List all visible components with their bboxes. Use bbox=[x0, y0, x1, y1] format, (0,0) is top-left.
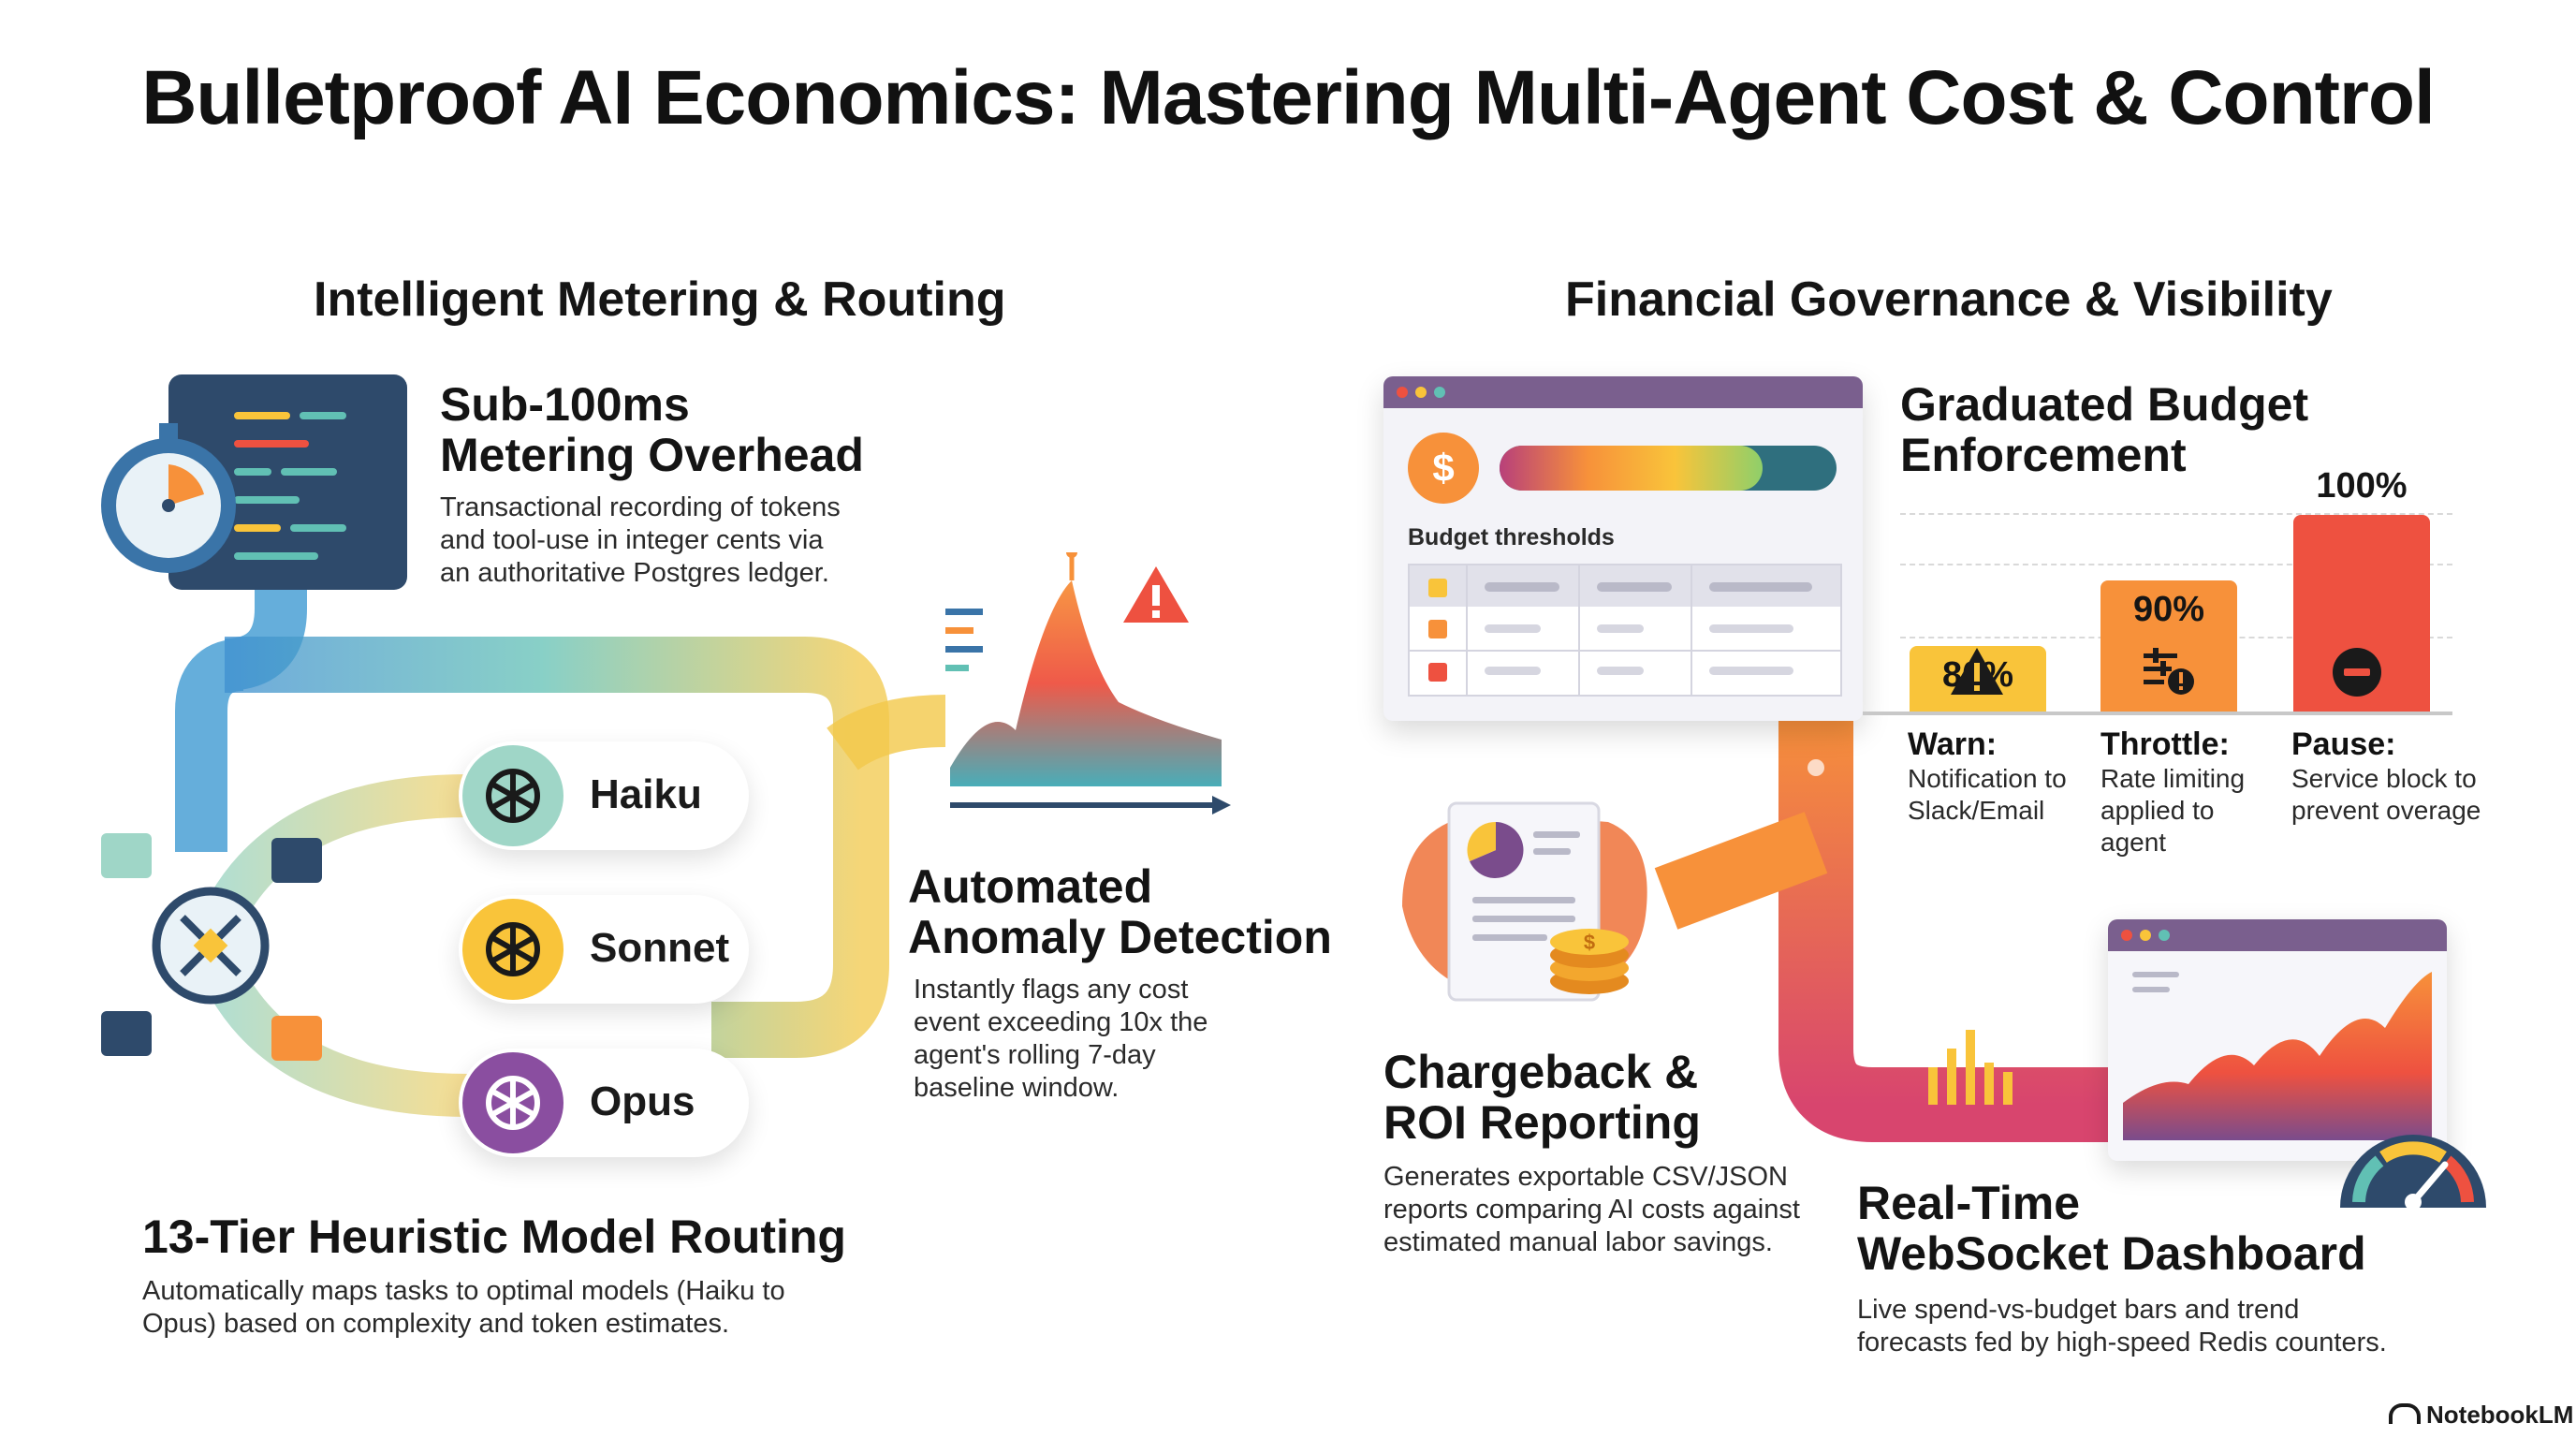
budget-progress-track bbox=[1500, 446, 1837, 491]
left-flow-pipes bbox=[101, 580, 946, 1117]
dashboard-desc-2: forecasts fed by high-speed Redis counte… bbox=[1857, 1328, 2387, 1357]
metering-desc-1: Transactional recording of tokens bbox=[440, 492, 841, 522]
stage-desc-line: applied to bbox=[2100, 796, 2215, 825]
stage-pause: Pause: Service block to prevent overage bbox=[2291, 726, 2481, 827]
stage-name: Warn: bbox=[1908, 726, 1998, 762]
routing-heading: 13-Tier Heuristic Model Routing bbox=[142, 1211, 846, 1263]
chargeback-desc-3: estimated manual labor savings. bbox=[1383, 1227, 1773, 1257]
stage-name: Throttle: bbox=[2100, 726, 2230, 762]
stage-desc-line: agent bbox=[2100, 828, 2167, 857]
left-section-title: Intelligent Metering & Routing bbox=[314, 272, 1006, 327]
stop-circle-icon bbox=[2333, 648, 2381, 697]
metering-desc-3: an authoritative Postgres ledger. bbox=[440, 558, 829, 588]
gauge-icon bbox=[2340, 1135, 2486, 1211]
model-logo-icon bbox=[462, 745, 564, 846]
anomaly-desc-2: event exceeding 10x the bbox=[914, 1007, 1208, 1037]
stage-desc-line: Service block to bbox=[2291, 764, 2477, 793]
notebooklm-logo-icon bbox=[2389, 1403, 2421, 1424]
anomaly-desc-4: baseline window. bbox=[914, 1073, 1120, 1103]
right-flow-pipe bbox=[1654, 712, 2115, 1142]
chargeback-desc-2: reports comparing AI costs against bbox=[1383, 1195, 1800, 1225]
chargeback-heading-1: Chargeback & bbox=[1383, 1046, 1699, 1098]
model-name-sonnet: Sonnet bbox=[590, 925, 730, 971]
budget-progress-fill bbox=[1500, 446, 1763, 491]
gridline bbox=[1900, 513, 2452, 515]
stage-pct-pause: 100% bbox=[2316, 466, 2408, 506]
anomaly-heading-2: Anomaly Detection bbox=[908, 911, 1332, 963]
dashboard-desc-1: Live spend-vs-budget bars and trend bbox=[1857, 1295, 2300, 1325]
model-logo-icon bbox=[462, 1052, 564, 1153]
routing-desc-1: Automatically maps tasks to optimal mode… bbox=[142, 1276, 785, 1306]
stopwatch-code-icon bbox=[101, 374, 407, 590]
dashboard-window bbox=[2108, 919, 2447, 1161]
enforcement-heading-1: Graduated Budget bbox=[1900, 378, 2309, 431]
gridline bbox=[1900, 564, 2452, 565]
chargeback-heading-2: ROI Reporting bbox=[1383, 1096, 1701, 1149]
stage-desc-line: prevent overage bbox=[2291, 796, 2481, 825]
window-titlebar bbox=[1383, 376, 1863, 408]
stage-pct-throttle: 90% bbox=[2132, 590, 2205, 629]
dashboard-trend-chart bbox=[2123, 972, 2432, 1140]
model-name-opus: Opus bbox=[590, 1078, 695, 1124]
anomaly-desc-1: Instantly flags any cost bbox=[914, 975, 1189, 1005]
dashboard-heading-2: WebSocket Dashboard bbox=[1857, 1227, 2366, 1280]
metering-heading-2: Metering Overhead bbox=[440, 429, 864, 481]
page-title: Bulletproof AI Economics: Mastering Mult… bbox=[141, 55, 2436, 140]
report-document-icon: $ bbox=[1402, 801, 1647, 1002]
stage-throttle: Throttle: Rate limiting applied to agent bbox=[2100, 726, 2245, 858]
routing-desc-2: Opus) based on complexity and token esti… bbox=[142, 1309, 730, 1339]
stage-desc-line: Slack/Email bbox=[1908, 796, 2045, 825]
chargeback-desc-1: Generates exportable CSV/JSON bbox=[1383, 1162, 1788, 1192]
right-section-title: Financial Governance & Visibility bbox=[1565, 272, 2333, 327]
model-name-haiku: Haiku bbox=[590, 771, 702, 817]
budget-thresholds-label: Budget thresholds bbox=[1408, 524, 1615, 550]
svg-text:$: $ bbox=[1432, 446, 1454, 490]
anomaly-chart-icon bbox=[945, 552, 1231, 814]
model-chip-opus: Opus bbox=[459, 1049, 749, 1157]
svg-text:$: $ bbox=[1584, 931, 1595, 954]
metering-heading-1: Sub-100ms bbox=[440, 378, 690, 431]
dollar-coin-icon: $ bbox=[1408, 433, 1479, 504]
model-chip-sonnet: Sonnet bbox=[459, 895, 749, 1004]
baseline bbox=[1863, 712, 2452, 715]
dashboard-heading-1: Real-Time bbox=[1857, 1177, 2081, 1229]
metering-desc-2: and tool-use in integer cents via bbox=[440, 525, 824, 555]
thresholds-table bbox=[1408, 564, 1842, 697]
budget-panel: $ Budget thresholds bbox=[1383, 376, 1863, 721]
model-chip-haiku: Haiku bbox=[459, 741, 749, 850]
anomaly-desc-3: agent's rolling 7-day bbox=[914, 1040, 1156, 1070]
stage-desc-line: Rate limiting bbox=[2100, 764, 2246, 793]
brand-name: NotebookLM bbox=[2426, 1401, 2574, 1429]
warning-icon bbox=[1951, 648, 2003, 695]
model-logo-icon bbox=[462, 899, 564, 1000]
enforcement-heading-2: Enforcement bbox=[1900, 429, 2187, 481]
stage-bar-throttle bbox=[2100, 580, 2237, 712]
brand-footer: NotebookLM bbox=[2389, 1401, 2573, 1430]
stage-desc-line: Notification to bbox=[1908, 764, 2067, 793]
anomaly-heading-1: Automated bbox=[908, 860, 1153, 913]
stage-name: Pause: bbox=[2291, 726, 2396, 762]
stage-warn: Warn: Notification to Slack/Email bbox=[1908, 726, 2067, 827]
throttle-sliders-icon bbox=[2144, 648, 2194, 695]
window-titlebar bbox=[2108, 919, 2447, 951]
